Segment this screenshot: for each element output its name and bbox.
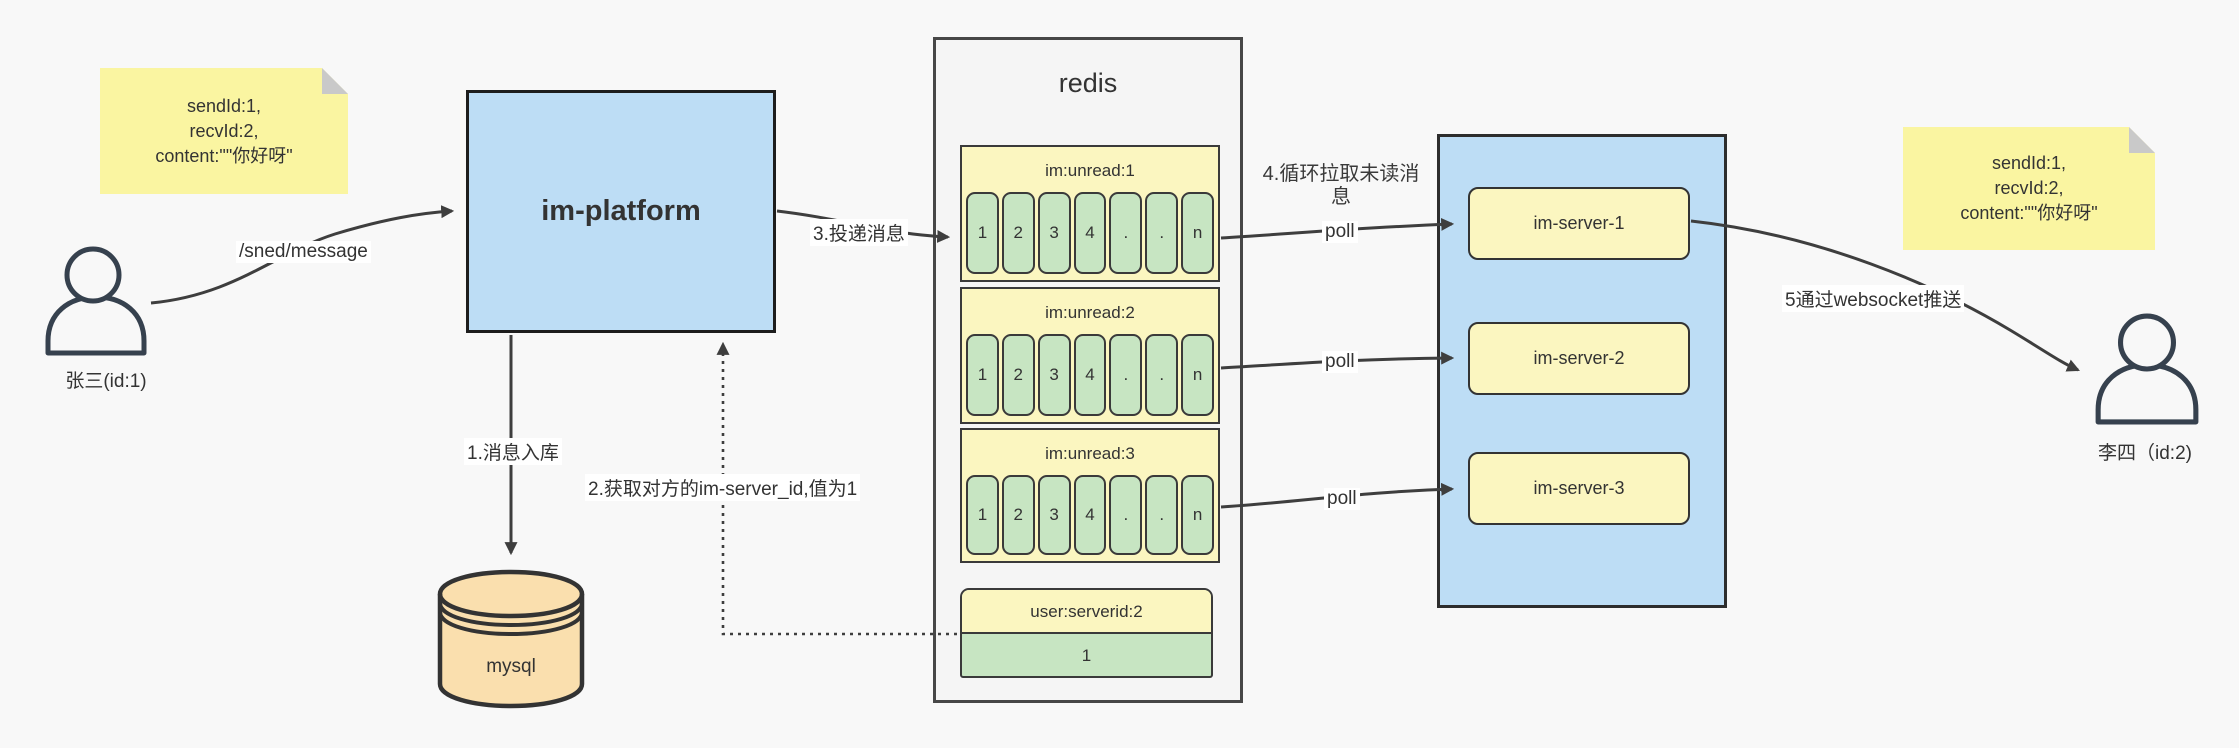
cylinder-rim (438, 611, 584, 637)
im-server-2-box: im-server-2 (1468, 322, 1690, 395)
edge-label-step4: 4.循环拉取未读消息 (1262, 163, 1420, 208)
note-line: recvId:2, (189, 120, 259, 141)
cylinder-rim (437, 593, 585, 619)
queue-cells: 1 2 3 4 . . n (966, 192, 1215, 274)
queue-cell: . (1145, 192, 1179, 274)
note-fold-icon (2129, 127, 2155, 153)
queue-header: im:unread:2 (1045, 303, 1135, 322)
user-icon (2095, 313, 2199, 425)
user-body (2095, 362, 2199, 425)
mysql-label: mysql (486, 656, 536, 677)
queue-im-unread-3: im:unread:3 1 2 3 4 . . n (960, 428, 1220, 563)
user-icon (45, 246, 147, 356)
edge-label-send: /sned/message (236, 241, 371, 263)
queue-cells: 1 2 3 4 . . n (966, 475, 1215, 555)
im-platform-box: im-platform (466, 90, 776, 333)
queue-cell: 3 (1037, 192, 1071, 274)
mysql-database-icon: mysql (437, 569, 585, 709)
edge-label-step1: 1.消息入库 (464, 438, 562, 465)
queue-cells: 1 2 3 4 . . n (966, 334, 1215, 416)
kv-header: user:serverid:2 (962, 590, 1211, 634)
queue-cell: 2 (1001, 475, 1035, 555)
edge-label-step3: 3.投递消息 (810, 219, 908, 246)
queue-cell: 4 (1073, 334, 1107, 416)
queue-header: im:unread:3 (1045, 444, 1135, 463)
kv-value: 1 (1081, 646, 1092, 665)
im-server-3-box: im-server-3 (1468, 452, 1690, 525)
user-body (45, 294, 147, 356)
queue-im-unread-1: im:unread:1 1 2 3 4 . . n (960, 145, 1220, 282)
edge-label-poll-1: poll (1322, 221, 1358, 243)
queue-cell: 1 (966, 334, 999, 416)
queue-cell: 2 (1001, 334, 1035, 416)
queue-cell: 3 (1037, 475, 1071, 555)
note-fold-icon (322, 68, 348, 94)
note-line: sendId:1, (186, 95, 262, 116)
sticky-note-left: sendId:1, recvId:2, content:""你好呀" (100, 68, 348, 194)
kv-user-serverid: user:serverid:2 1 (960, 588, 1213, 678)
im-platform-title: im-platform (541, 195, 701, 227)
edge-label-step2: 2.获取对方的im-server_id,值为1 (585, 474, 861, 501)
edge-label-poll-3: poll (1324, 488, 1360, 510)
note-line: content:""你好呀" (1960, 203, 2098, 223)
sender-label: 张三(id:1) (65, 371, 147, 392)
queue-cell: 3 (1037, 334, 1071, 416)
queue-cell: 1 (966, 475, 999, 555)
note-line: content:""你好呀" (155, 145, 293, 166)
receiver-label: 李四（id:2) (2098, 443, 2192, 464)
cylinder-body (437, 569, 585, 709)
sticky-note-right: sendId:1, recvId:2, content:""你好呀" (1903, 127, 2155, 250)
queue-cell: n (1181, 475, 1215, 555)
queue-cell: . (1145, 475, 1179, 555)
queue-cell: 1 (966, 192, 999, 274)
queue-cell: n (1181, 334, 1215, 416)
queue-header: im:unread:1 (1045, 161, 1135, 180)
queue-cell: . (1109, 475, 1143, 555)
queue-cell: n (1181, 192, 1215, 274)
queue-im-unread-2: im:unread:2 1 2 3 4 . . n (960, 287, 1220, 424)
queue-cell: 2 (1001, 192, 1035, 274)
edge-label-poll-2: poll (1322, 351, 1358, 373)
queue-cell: . (1109, 334, 1143, 416)
edge-label-step5: 5通过websocket推送 (1782, 285, 1965, 312)
queue-cell: 4 (1073, 192, 1107, 274)
user-head (64, 246, 122, 304)
im-server-1-box: im-server-1 (1468, 187, 1690, 260)
queue-cell: 4 (1073, 475, 1107, 555)
redis-title: redis (1058, 68, 1118, 98)
queue-cell: . (1109, 192, 1143, 274)
cylinder-rim (438, 602, 584, 628)
user-head (2117, 313, 2177, 372)
note-line: recvId:2, (1994, 178, 2064, 198)
queue-cell: . (1145, 334, 1179, 416)
note-line: sendId:1, (1991, 153, 2067, 173)
